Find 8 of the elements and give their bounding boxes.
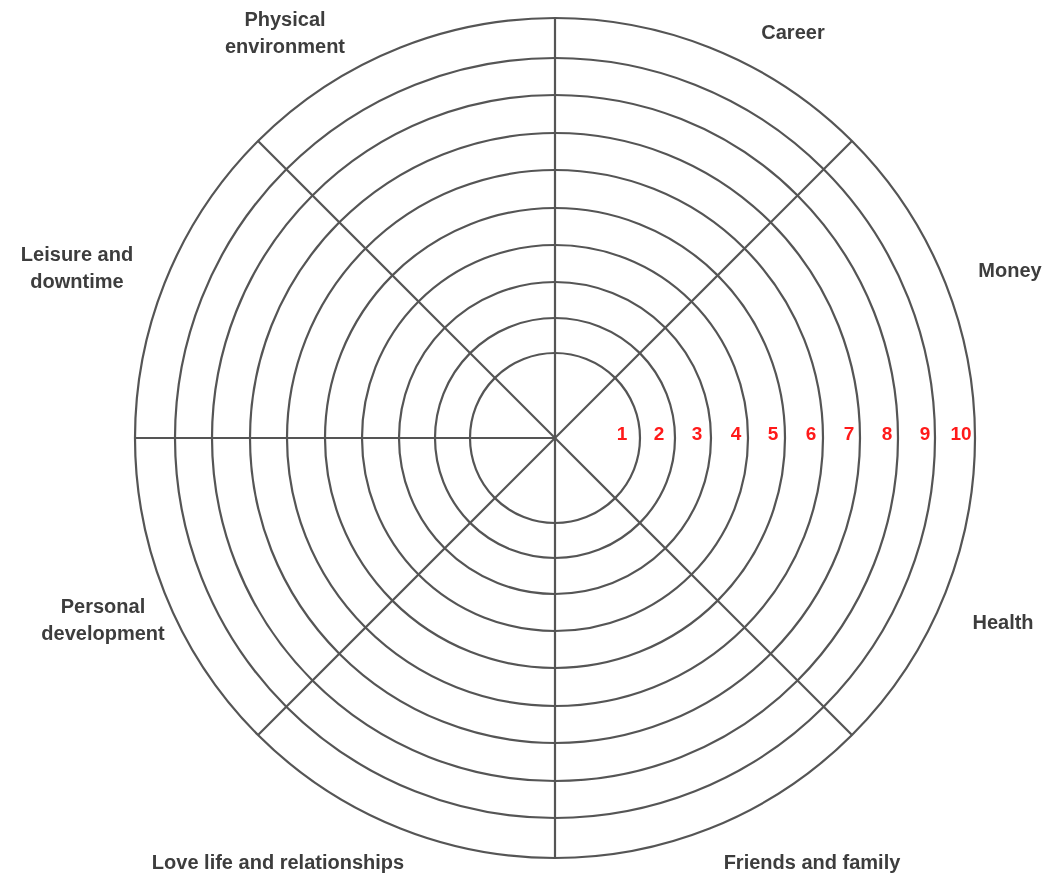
category-label: Physical environment — [224, 7, 346, 59]
category-label: Health — [972, 609, 1034, 635]
category-label: Personal development — [40, 594, 166, 646]
category-label: Money — [978, 257, 1042, 283]
category-label: Friends and family — [723, 849, 901, 875]
category-label: Love life and relationships — [151, 849, 405, 875]
category-label: Leisure and downtime — [19, 242, 135, 294]
category-label: Career — [761, 19, 825, 45]
